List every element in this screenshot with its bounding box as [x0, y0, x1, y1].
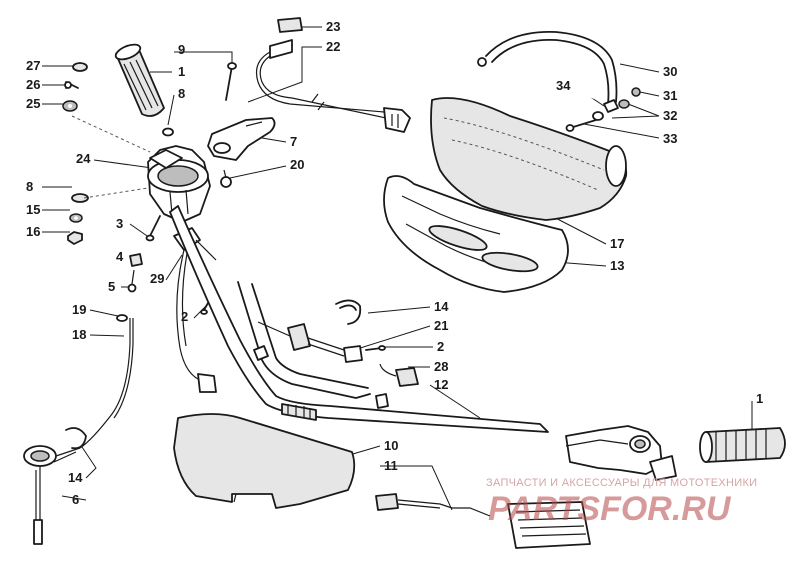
- callout-20: 20: [290, 157, 304, 172]
- callout-3: 3: [116, 216, 123, 231]
- callout-23: 23: [326, 19, 340, 34]
- callout-27: 27: [26, 58, 40, 73]
- callout-12: 12: [434, 377, 448, 392]
- connector-21: [257, 321, 363, 363]
- callout-32: 32: [663, 108, 677, 123]
- callout-16: 16: [26, 224, 40, 239]
- callout-11: 11: [384, 458, 398, 473]
- clip-19: [116, 314, 128, 322]
- callout-1a: 1: [178, 64, 185, 79]
- clip-4: [129, 253, 143, 267]
- throttle-assembly-right: [565, 425, 677, 481]
- callout-2a: 2: [181, 309, 188, 324]
- callout-19: 19: [72, 302, 86, 317]
- clamp-14: [335, 299, 362, 325]
- callout-34: 34: [556, 78, 571, 93]
- callout-31: 31: [663, 88, 677, 103]
- nut-20: [220, 169, 232, 188]
- callout-26: 26: [26, 77, 40, 92]
- callout-4: 4: [116, 249, 124, 264]
- screw-2-right: [365, 345, 386, 351]
- shield-13: [383, 175, 569, 293]
- watermark: ЗАПЧАСТИ И АКСЕССУАРЫ ДЛЯ МОТОТЕХНИКИ PA…: [486, 477, 757, 528]
- callout-30: 30: [663, 64, 677, 79]
- callout-1b: 1: [756, 391, 763, 406]
- washer-8-top: [162, 127, 174, 137]
- heater-element-11: [375, 493, 591, 549]
- callout-6: 6: [72, 492, 79, 507]
- clamp-14-cable: [65, 427, 87, 450]
- callout-29: 29: [150, 271, 164, 286]
- pad-17: [430, 97, 628, 221]
- connector-23: [277, 17, 303, 33]
- callout-10: 10: [384, 438, 398, 453]
- washers-32: [592, 99, 630, 121]
- bolt-33: [565, 119, 597, 132]
- callout-24: 24: [76, 151, 91, 166]
- callout-8a: 8: [178, 86, 185, 101]
- callout-28: 28: [434, 359, 448, 374]
- watermark-logo: PARTSFOR.RU: [488, 490, 732, 528]
- screw-26: [64, 81, 79, 89]
- callout-25: 25: [26, 96, 40, 111]
- screw-5: [127, 269, 137, 293]
- nut-16: [67, 231, 83, 245]
- callout-13: 13: [610, 258, 624, 273]
- washer-8-left: [71, 193, 89, 203]
- callout-33: 33: [663, 131, 677, 146]
- throttle-lever: [207, 117, 276, 161]
- wire-harness-22: [255, 39, 411, 133]
- callout-8b: 8: [26, 179, 33, 194]
- callout-labels: 2726251982472023228151634529191821463034…: [26, 19, 763, 507]
- callout-2b: 2: [437, 339, 444, 354]
- callout-7: 7: [290, 134, 297, 149]
- washer-15: [69, 213, 83, 223]
- strap-30: [477, 31, 618, 105]
- throttle-housing: [147, 145, 211, 223]
- callout-21: 21: [434, 318, 448, 333]
- washer-31: [631, 87, 641, 97]
- knob-27: [72, 62, 88, 72]
- left-grip: [114, 43, 165, 117]
- callout-22: 22: [326, 39, 340, 54]
- callout-14a: 14: [68, 470, 83, 485]
- callout-17: 17: [610, 236, 624, 251]
- callout-15: 15: [26, 202, 40, 217]
- watermark-caption: ЗАПЧАСТИ И АКСЕССУАРЫ ДЛЯ МОТОТЕХНИКИ: [486, 477, 757, 489]
- screw-9: [225, 62, 237, 101]
- connector-28: [379, 363, 419, 387]
- callout-14b: 14: [434, 299, 449, 314]
- callout-9: 9: [178, 42, 185, 57]
- callout-5: 5: [108, 279, 115, 294]
- washer-25: [62, 100, 78, 112]
- handlebar-pad-10: [173, 413, 356, 509]
- right-grip: [699, 427, 786, 463]
- screw-3: [145, 215, 161, 242]
- callout-18: 18: [72, 327, 86, 342]
- throttle-cable-18: [23, 318, 134, 545]
- screw-34: [603, 99, 619, 113]
